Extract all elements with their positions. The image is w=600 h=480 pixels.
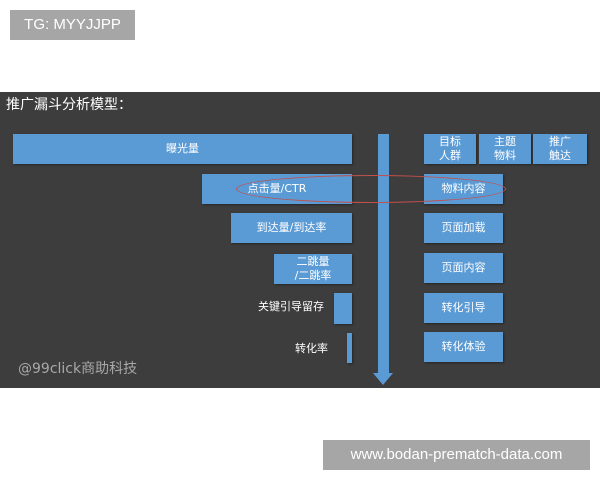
- factor-label: 页面加载: [441, 221, 486, 234]
- funnel-bar-exposure: 曝光量: [13, 134, 352, 164]
- header-label: 物料: [494, 149, 516, 162]
- top-tag: TG: MYYJJPP: [10, 10, 135, 40]
- header-label: 触达: [549, 149, 571, 162]
- funnel-bar-key-retention: [334, 293, 352, 324]
- header-label: 推广: [549, 135, 571, 148]
- funnel-label: 曝光量: [166, 142, 199, 155]
- header-box-theme-material: 主题 物料: [479, 134, 531, 164]
- header-box-promotion-reach: 推广 触达: [533, 134, 587, 164]
- funnel-diagram: 推广漏斗分析模型： 曝光量 点击量/CTR 到达量/到达率 二跳量 /二跳率 关…: [0, 92, 600, 388]
- diagram-title: 推广漏斗分析模型：: [6, 97, 132, 113]
- funnel-label: 二跳量: [296, 255, 330, 268]
- watermark: @99click商助科技: [18, 361, 138, 377]
- highlight-ellipse: [236, 175, 506, 203]
- down-arrow-shaft: [378, 134, 389, 374]
- factor-box-page-load: 页面加载: [424, 213, 503, 243]
- funnel-bar-arrival: 到达量/到达率: [231, 213, 352, 243]
- funnel-label-conversion: 转化率: [295, 342, 328, 355]
- funnel-label-key-retention: 关键引导留存: [258, 300, 324, 313]
- factor-label: 转化引导: [441, 301, 486, 314]
- factor-label: 转化体验: [441, 340, 486, 353]
- header-box-target-audience: 目标 人群: [424, 134, 476, 164]
- factor-box-conversion-experience: 转化体验: [424, 332, 503, 362]
- header-label: 主题: [494, 135, 516, 148]
- funnel-label: /二跳率: [294, 269, 332, 282]
- factor-box-page-content: 页面内容: [424, 253, 503, 283]
- funnel-bar-conversion: [347, 333, 352, 363]
- funnel-label: 到达量/到达率: [256, 221, 327, 234]
- factor-label: 页面内容: [441, 261, 486, 274]
- header-label: 目标: [439, 135, 461, 148]
- header-label: 人群: [439, 149, 461, 162]
- funnel-bar-second-jump: 二跳量 /二跳率: [274, 254, 352, 284]
- down-arrow-icon: [373, 373, 393, 385]
- factor-box-conversion-guide: 转化引导: [424, 293, 503, 323]
- bottom-tag: www.bodan-prematch-data.com: [323, 440, 590, 470]
